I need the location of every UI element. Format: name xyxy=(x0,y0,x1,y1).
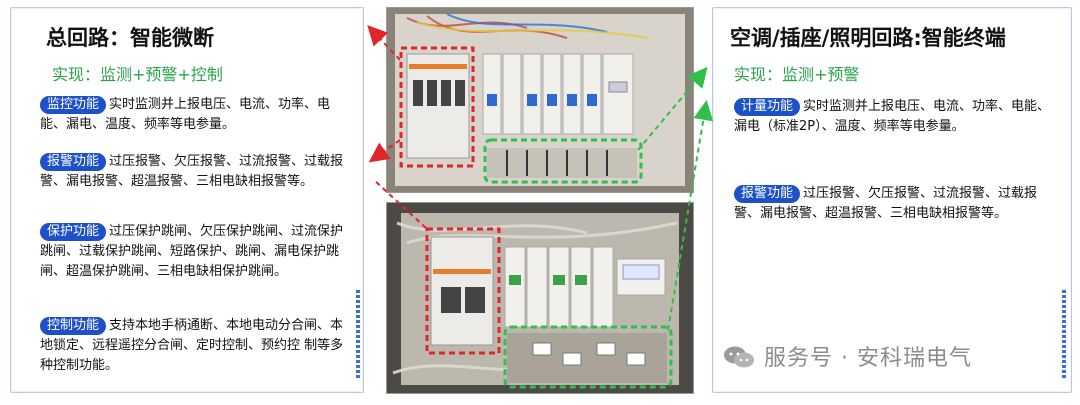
right-alarm-function-text: 过压报警、欠压报警、过流报警、过载报警、漏电报警、超温报警、三相电缺相报警等。 xyxy=(734,186,1038,221)
left-panel-title: 总回路：智能微断 xyxy=(46,26,214,50)
watermark: 服务号 · 安科瑞电气 xyxy=(722,340,972,372)
protection-function-tag: 保护功能 xyxy=(40,223,107,241)
control-function-block: 控制功能支持本地手柄通断、本地电动分合闸、本地锁定、远程遥控分合闸、定时控制、预… xyxy=(40,316,350,376)
right-panel-subtitle: 实现：监测+预警 xyxy=(734,65,860,84)
protection-function-text: 过压保护跳闸、欠压保护跳闸、过流保护跳闸、过载保护跳闸、短路保护、跳闸、漏电保护… xyxy=(40,224,344,279)
metering-function-block: 计量功能实时监测并上报电压、电流、功率、电能、漏电（标准2P）、温度、频率等电参… xyxy=(734,97,1060,137)
right-alarm-function-block: 报警功能过压报警、欠压报警、过流报警、过载报警、漏电报警、超温报警、三相电缺相报… xyxy=(734,184,1060,224)
bottom-distribution-box-photo xyxy=(386,202,694,394)
wechat-icon xyxy=(724,346,754,368)
control-function-text: 支持本地手柄通断、本地电动分合闸、本地锁定、远程遥控分合闸、定时控制、预约控 制… xyxy=(40,318,344,373)
alarm-function-tag: 报警功能 xyxy=(40,153,107,171)
metering-function-text: 实时监测并上报电压、电流、功率、电能、漏电（标准2P）、温度、频率等电参量。 xyxy=(734,99,1051,134)
watermark-text: 服务号 · 安科瑞电气 xyxy=(764,346,972,371)
top-distribution-box-photo xyxy=(386,7,694,193)
left-panel-decor-bar xyxy=(356,290,360,380)
monitor-function-text: 实时监测并上报电压、电流、功率、电能、漏电、温度、频率等电参量。 xyxy=(40,97,331,132)
left-panel-subtitle: 实现：监测+预警+控制 xyxy=(52,65,223,84)
right-panel-title: 空调/插座/照明回路:智能终端 xyxy=(730,26,1006,50)
monitor-function-tag: 监控功能 xyxy=(40,96,107,114)
control-function-tag: 控制功能 xyxy=(40,317,107,335)
metering-function-tag: 计量功能 xyxy=(734,98,801,116)
monitor-function-block: 监控功能实时监测并上报电压、电流、功率、电能、漏电、温度、频率等电参量。 xyxy=(40,95,350,135)
alarm-function-block: 报警功能过压报警、欠压报警、过流报警、过载报警、漏电报警、超温报警、三相电缺相报… xyxy=(40,152,352,192)
right-alarm-function-tag: 报警功能 xyxy=(734,185,801,203)
alarm-function-text: 过压报警、欠压报警、过流报警、过载报警、漏电报警、超温报警、三相电缺相报警等。 xyxy=(40,154,344,189)
protection-function-block: 保护功能过压保护跳闸、欠压保护跳闸、过流保护跳闸、过载保护跳闸、短路保护、跳闸、… xyxy=(40,222,356,282)
right-panel-decor-bar xyxy=(1062,290,1066,380)
